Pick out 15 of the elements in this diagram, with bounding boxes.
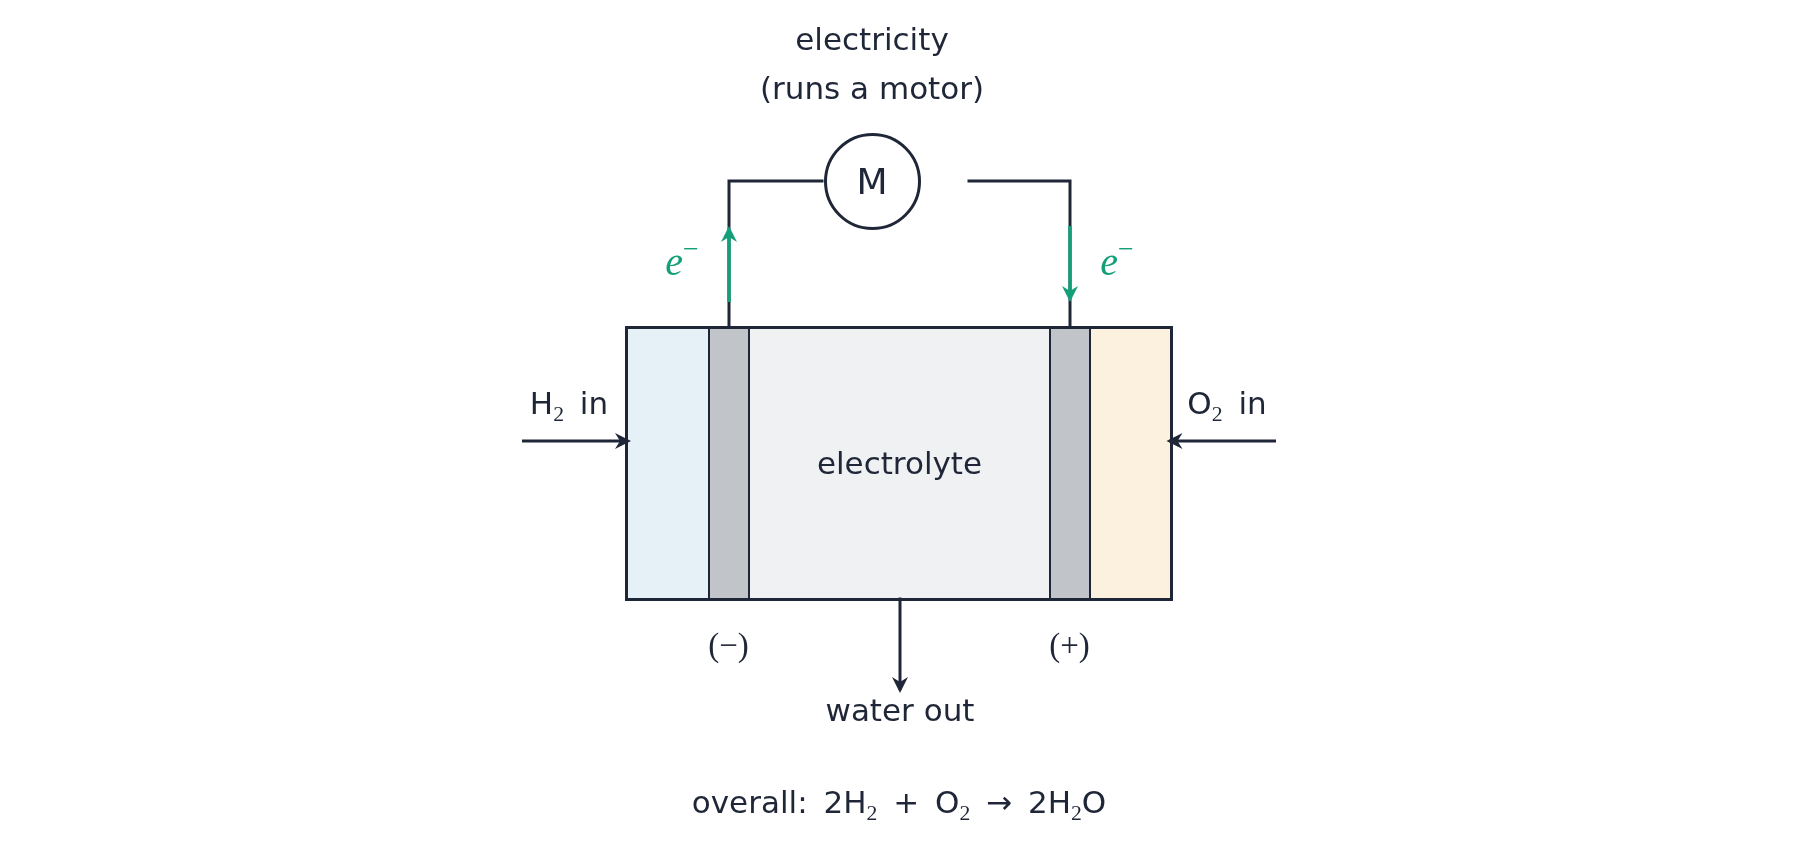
electrolyte-region — [750, 328, 1049, 598]
hydrogen-chamber — [628, 328, 709, 598]
caption-text: electricity (runs a motor) — [758, 20, 986, 108]
inlet-arrow — [522, 433, 631, 449]
electron-label: e$^{−}$ — [665, 237, 699, 286]
polarity-label: (−) — [708, 626, 749, 665]
motor-letter: M — [856, 160, 888, 202]
inlet-arrow — [1166, 433, 1276, 449]
outlet-arrow — [892, 597, 908, 693]
outlet-label: water out — [825, 690, 975, 730]
equation-text: overall: 2H$_{2}$ + O$_{2}$ → 2H$_{2}$O — [691, 783, 1107, 824]
region-label: electrolyte — [816, 445, 983, 481]
electron-label: e$^{−}$ — [1100, 237, 1134, 286]
polarity-label: (+) — [1049, 626, 1090, 665]
oxygen-chamber — [1091, 328, 1170, 598]
